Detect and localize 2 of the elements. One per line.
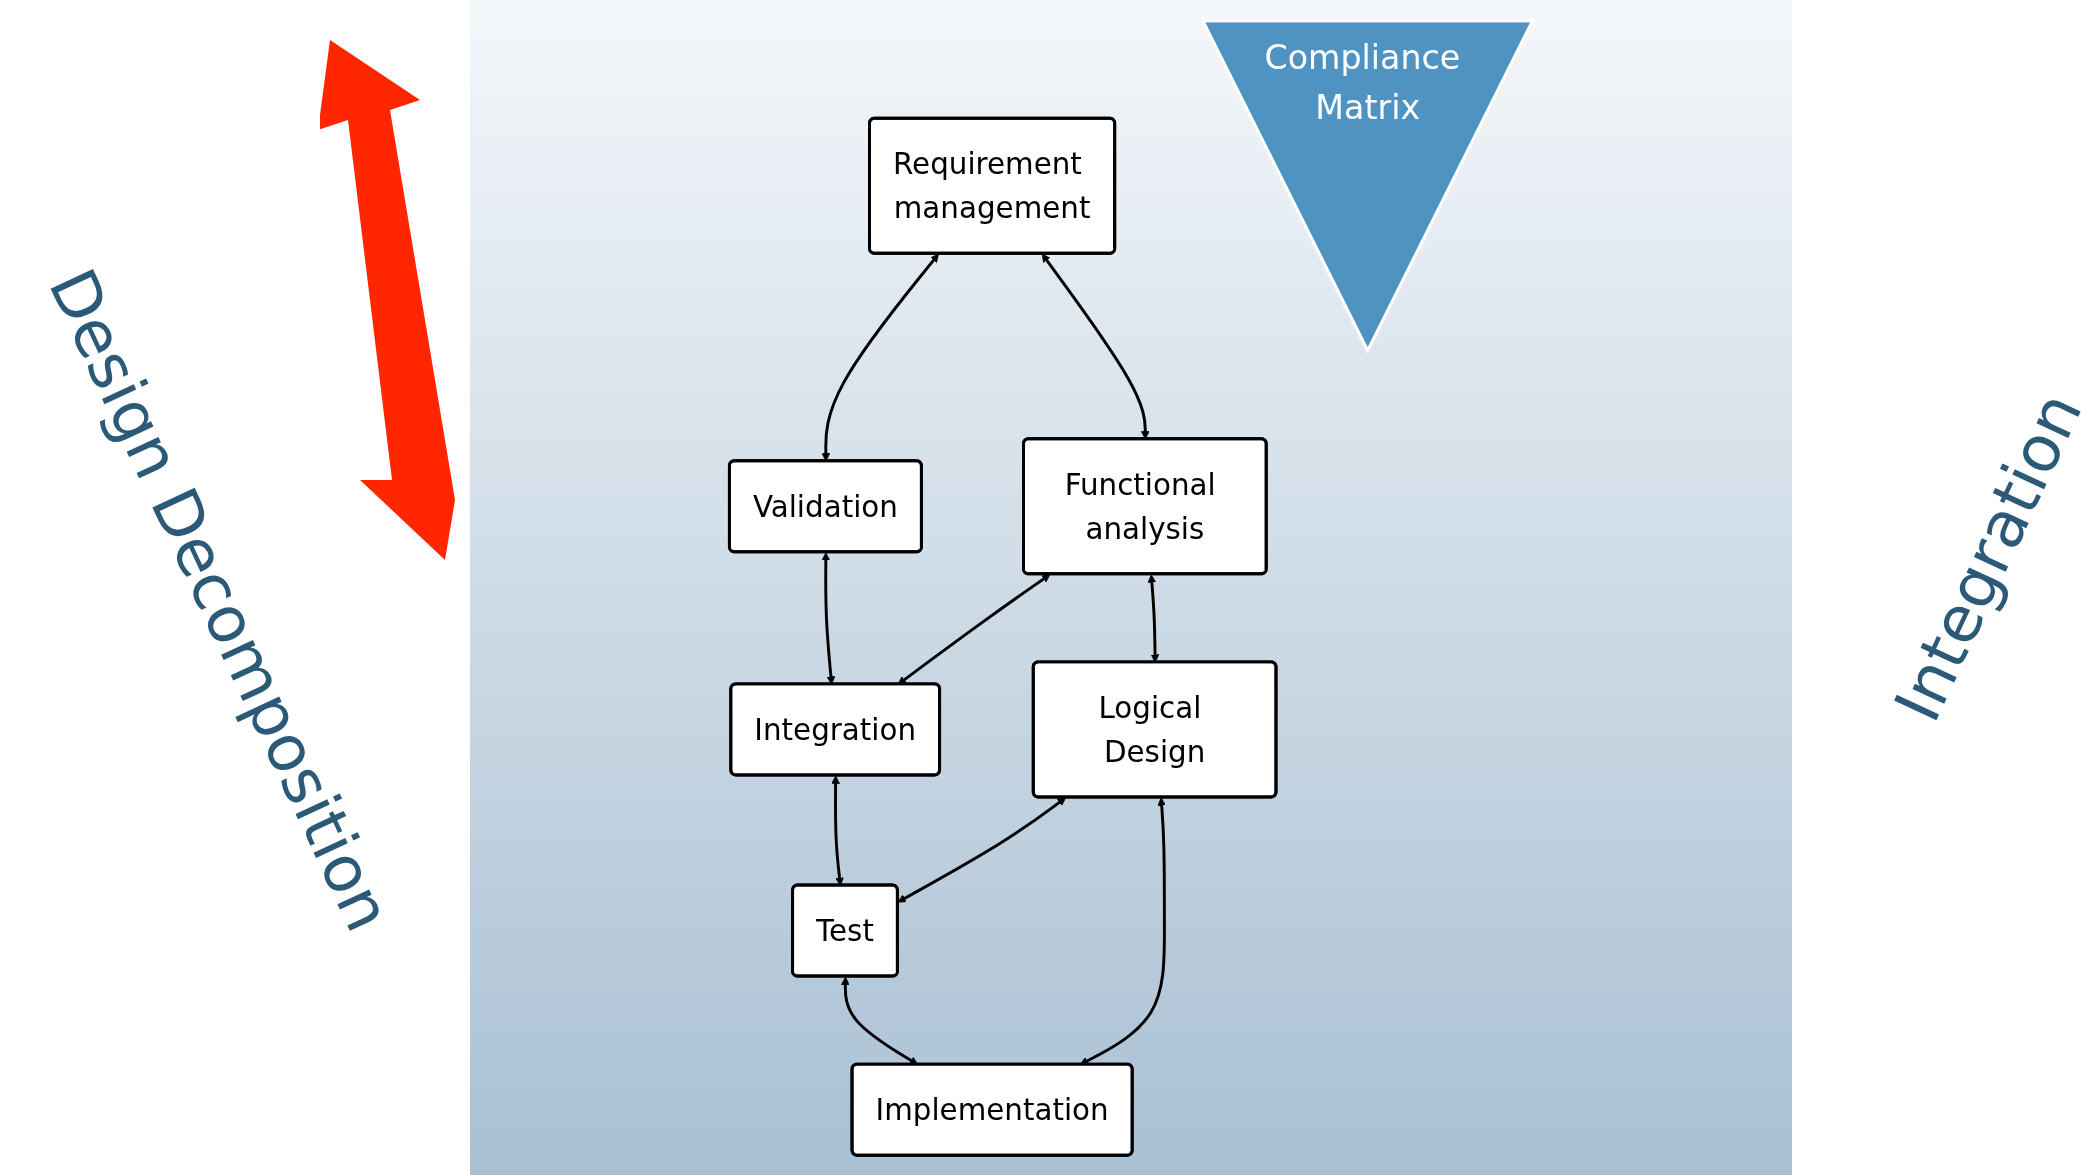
arrow [897, 796, 1067, 903]
v-model-diagram: Requirement management Functional analysis Logical Design Validation Integration Test Implementation Compliance Matrix [470, 12, 1792, 1163]
